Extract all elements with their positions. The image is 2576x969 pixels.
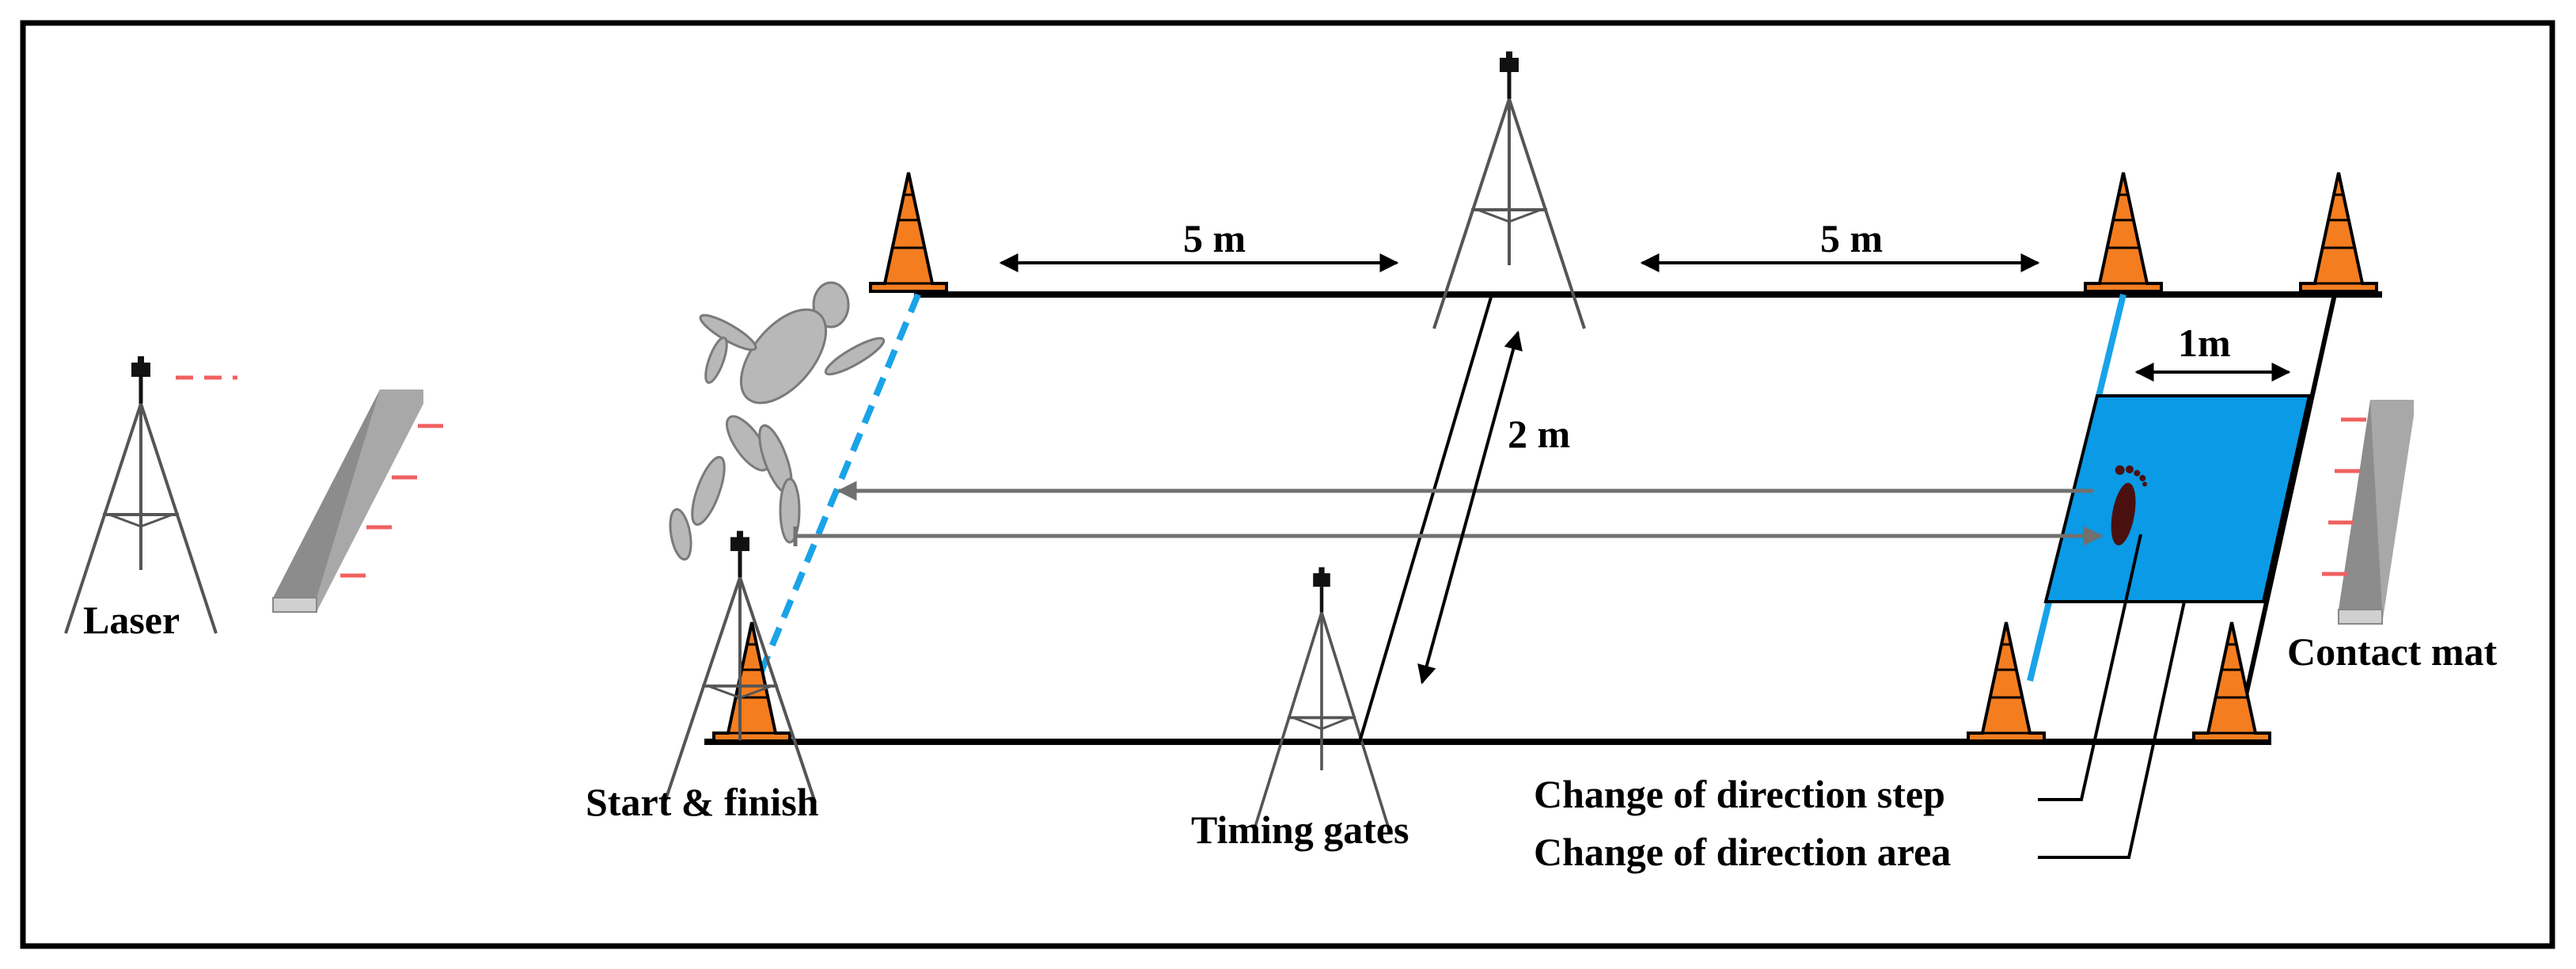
lane-end-line	[2233, 294, 2337, 743]
runner-mannequin-icon	[669, 281, 886, 561]
frame-border	[20, 20, 2555, 949]
timing-gate-tripod-icon	[665, 531, 815, 803]
dim-label-area: 1m	[2178, 321, 2231, 365]
lane-start-line	[757, 293, 921, 677]
leader-change-step	[2038, 534, 2142, 801]
dim-label-right: 5 m	[1820, 216, 1883, 260]
dim-label-left: 5 m	[1183, 216, 1246, 260]
contact-mat-icon	[2338, 400, 2414, 625]
dim-arrow-width	[1417, 330, 1523, 685]
cone-icon	[2299, 171, 2378, 293]
label-start-finish: Start & finish	[586, 780, 819, 824]
footprint-icon	[2111, 465, 2148, 545]
label-change-step: Change of direction step	[1534, 772, 1945, 816]
leader-change-area	[2038, 601, 2186, 859]
label-laser: Laser	[83, 598, 180, 642]
timing-gate-tripod-icon	[1254, 568, 1390, 831]
label-change-area: Change of direction area	[1534, 830, 1951, 874]
mat-sensor-marks	[2322, 417, 2366, 576]
mat-sensor-marks	[340, 424, 443, 578]
cone-icon	[869, 171, 948, 293]
timing-gate-tripod-icon	[1434, 51, 1584, 329]
cone-icon	[1967, 621, 2046, 743]
label-contact-mat: Contact mat	[2287, 629, 2498, 674]
laser-tripod-icon	[66, 356, 216, 633]
cone-icon	[2084, 171, 2163, 293]
label-timing-gates: Timing gates	[1191, 808, 1409, 852]
change-of-direction-area	[2043, 394, 2312, 603]
dim-label-width: 2 m	[1508, 412, 1570, 456]
cone-icon	[712, 621, 791, 743]
contact-mat-icon	[272, 390, 423, 613]
